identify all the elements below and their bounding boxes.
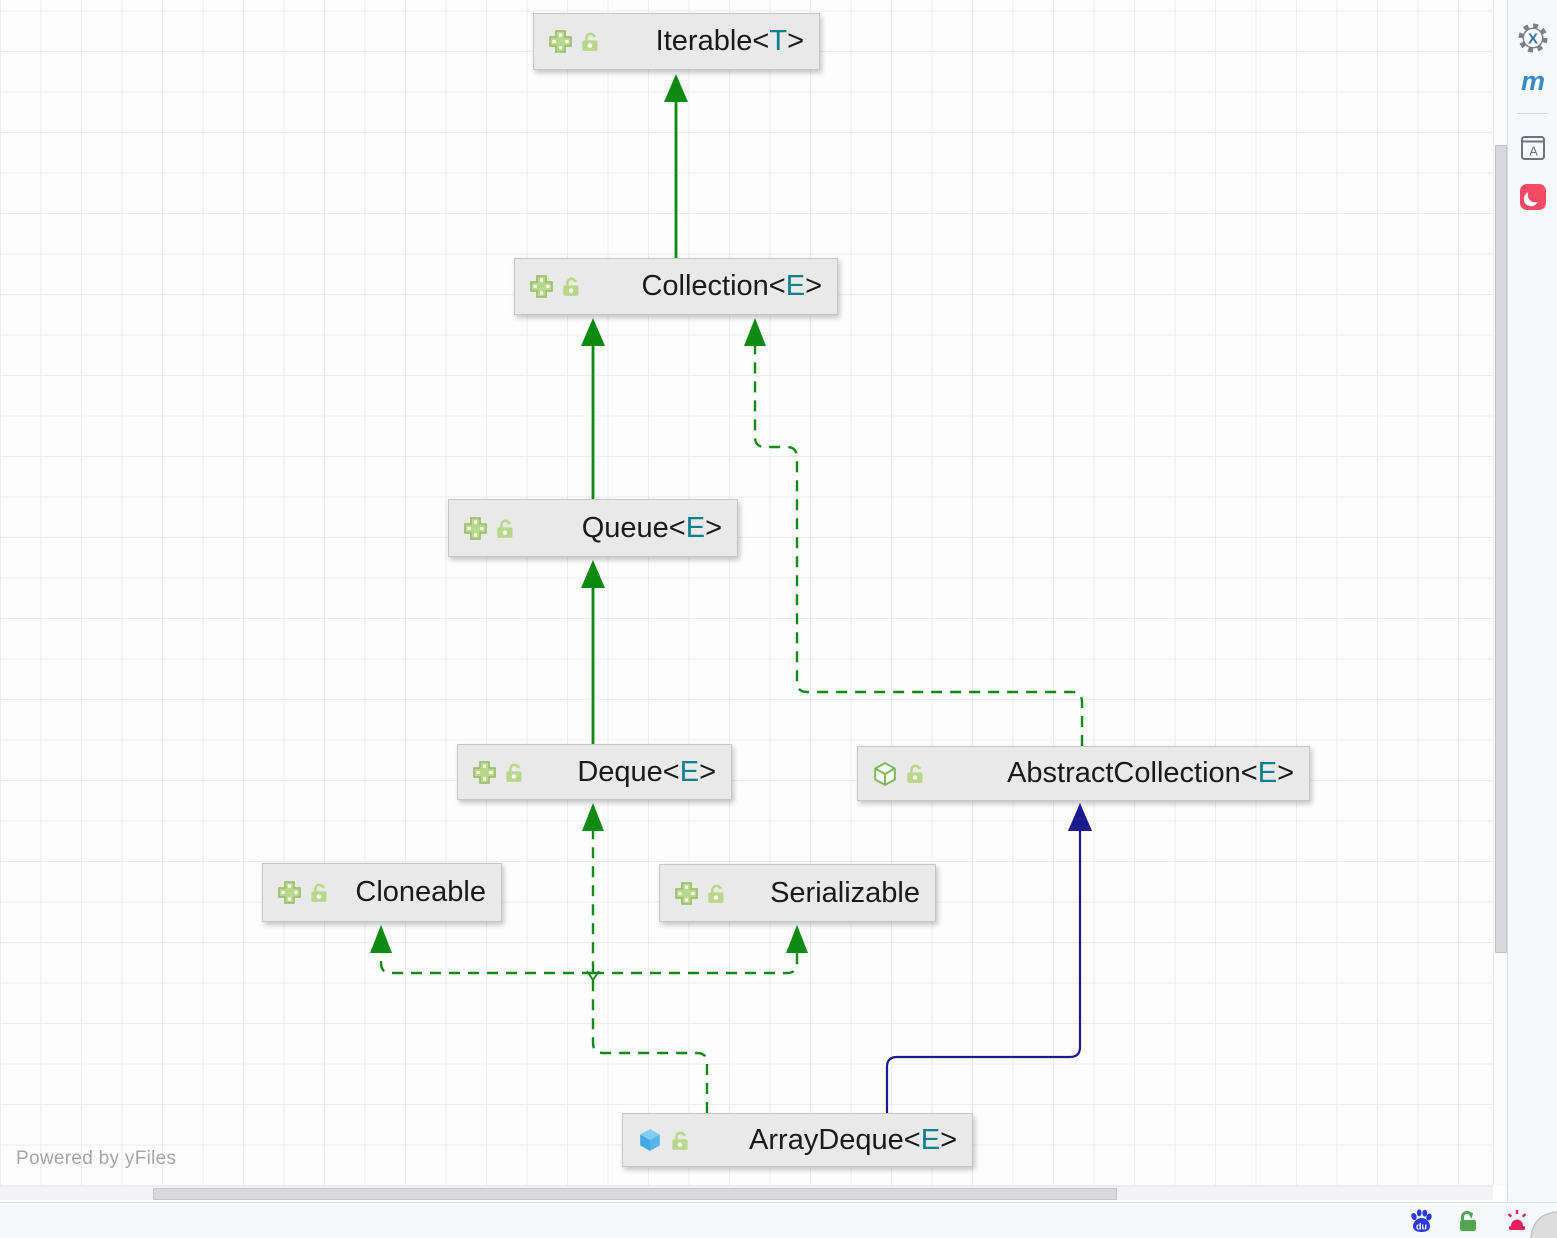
unlock-button[interactable] (1452, 1206, 1484, 1236)
vertical-scrollbar-thumb[interactable] (1495, 145, 1507, 953)
svg-text:A: A (1529, 145, 1538, 159)
abstract-class-icon (874, 761, 896, 786)
node-arraydeque[interactable]: ArrayDeque<E> (622, 1113, 973, 1167)
vertical-scrollbar[interactable] (1493, 0, 1507, 1186)
bottom-status-bar: du (0, 1202, 1557, 1238)
siren-alarm-icon (1507, 1210, 1527, 1230)
dictionary-tool-button[interactable]: A (1508, 130, 1557, 166)
edge-junction-mark (586, 970, 600, 982)
edge-arraydeque-implements-serializable (593, 953, 799, 975)
node-queue[interactable]: Queue<E> (448, 499, 738, 557)
arrowhead-cloneable (370, 925, 392, 953)
arrowhead-collection-left (581, 318, 605, 346)
node-serializable[interactable]: Serializable (659, 864, 936, 922)
yfiles-attribution: Powered by yFiles (16, 1148, 177, 1169)
interface-icon (549, 30, 572, 53)
crescent-app-tool-button[interactable] (1508, 179, 1557, 215)
gear-x-icon: X (1518, 23, 1548, 53)
node-collection[interactable]: Collection<E> (514, 258, 838, 315)
edge-arraydeque-implements-cloneable (379, 953, 593, 975)
node-deque[interactable]: Deque<E> (457, 744, 732, 800)
node-iterable[interactable]: Iterable<T> (533, 13, 820, 70)
node-label: Iterable<T> (655, 25, 804, 57)
node-label: Collection<E> (641, 270, 822, 302)
horizontal-scrollbar[interactable] (0, 1186, 1493, 1200)
interface-icon (530, 275, 553, 298)
node-label: AbstractCollection<E> (1007, 757, 1294, 789)
public-lock-icon (907, 764, 923, 783)
node-abstract-collection[interactable]: AbstractCollection<E> (857, 746, 1310, 801)
svg-text:du: du (1416, 1222, 1427, 1232)
baidu-paw-icon: du (1411, 1209, 1432, 1232)
interface-icon (675, 881, 698, 905)
interface-icon (473, 760, 496, 784)
public-lock-icon (672, 1131, 688, 1150)
public-lock-icon (708, 884, 724, 903)
baidu-button[interactable]: du (1405, 1206, 1437, 1236)
node-label: Serializable (770, 876, 920, 909)
node-label: Deque<E> (577, 755, 716, 788)
public-lock-icon (582, 32, 598, 51)
arrowhead-serializable (786, 925, 808, 953)
alert-button[interactable] (1501, 1206, 1533, 1236)
window-corner (1530, 1211, 1557, 1238)
node-cloneable[interactable]: Cloneable (262, 863, 502, 922)
dictionary-book-icon: A (1521, 136, 1545, 160)
node-label: ArrayDeque<E> (749, 1123, 957, 1156)
arrowhead-abstractcollection (1068, 803, 1092, 831)
gear-x-tool-button[interactable]: X (1508, 20, 1557, 56)
interface-icon (464, 516, 487, 540)
unlock-icon (1460, 1210, 1476, 1231)
interface-icon (278, 881, 301, 904)
diagram-canvas[interactable]: Iterable<T> Collection<E> (0, 0, 1493, 1186)
right-tool-stripe: X m A (1507, 0, 1557, 1202)
svg-text:X: X (1528, 31, 1538, 48)
stripe-separator (1517, 113, 1549, 114)
arrowhead-deque (582, 803, 604, 831)
arrowhead-queue (581, 560, 605, 588)
arrowhead-collection-right (744, 318, 766, 346)
node-label: Cloneable (355, 876, 486, 908)
node-label: Queue<E> (581, 511, 722, 544)
horizontal-scrollbar-thumb[interactable] (153, 1188, 1117, 1200)
edge-abstractcollection-implements-collection (753, 344, 1084, 746)
inheritance-edges-layer (370, 74, 1092, 1113)
maven-m-icon: m (1520, 65, 1545, 96)
public-lock-icon (497, 519, 513, 538)
class-icon (640, 1129, 660, 1151)
maven-tool-button[interactable]: m (1508, 63, 1557, 99)
arrowhead-iterable (664, 74, 688, 102)
public-lock-icon (311, 883, 327, 902)
public-lock-icon (506, 763, 522, 782)
crescent-app-icon (1520, 184, 1546, 210)
public-lock-icon (563, 277, 579, 296)
